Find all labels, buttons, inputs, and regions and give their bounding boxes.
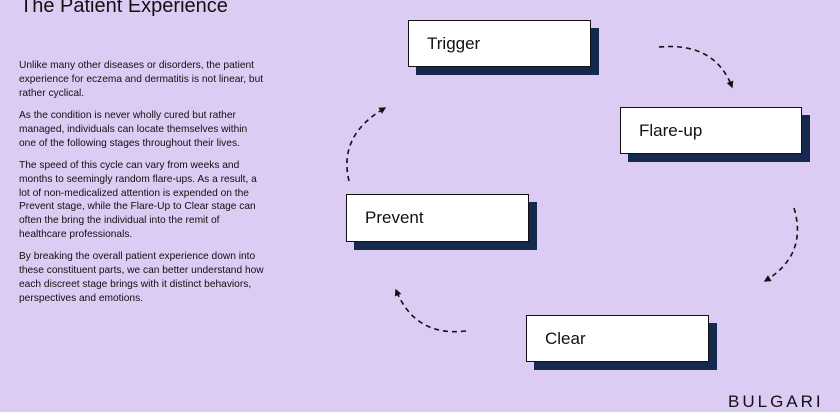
stage-flare-up: Flare-up — [620, 107, 802, 154]
description-text: Unlike many other diseases or disorders,… — [19, 59, 264, 314]
stage-clear: Clear — [526, 315, 709, 362]
arrow-clear-to-prevent — [394, 288, 467, 333]
page-title: The Patient Experience — [20, 0, 228, 17]
stage-trigger: Trigger — [408, 20, 591, 67]
stage-clear-label: Clear — [545, 328, 586, 348]
arrow-flare-up-to-clear — [763, 207, 799, 282]
arrow-prevent-to-trigger — [346, 107, 387, 182]
brand-logo: BULGARI — [728, 392, 824, 411]
stage-prevent: Prevent — [346, 194, 529, 242]
paragraph-3: The speed of this cycle can vary from we… — [19, 159, 257, 240]
paragraph-4: By breaking the overall patient experien… — [19, 251, 264, 304]
paragraph-1: Unlike many other diseases or disorders,… — [19, 60, 264, 99]
cycle-arrows — [346, 45, 799, 333]
stage-trigger-label: Trigger — [427, 33, 481, 53]
paragraph-2: As the condition is never wholly cured b… — [19, 109, 248, 149]
stage-flare-up-label: Flare-up — [639, 120, 703, 140]
stage-prevent-label: Prevent — [365, 208, 424, 227]
arrow-trigger-to-flare-up — [658, 45, 734, 89]
